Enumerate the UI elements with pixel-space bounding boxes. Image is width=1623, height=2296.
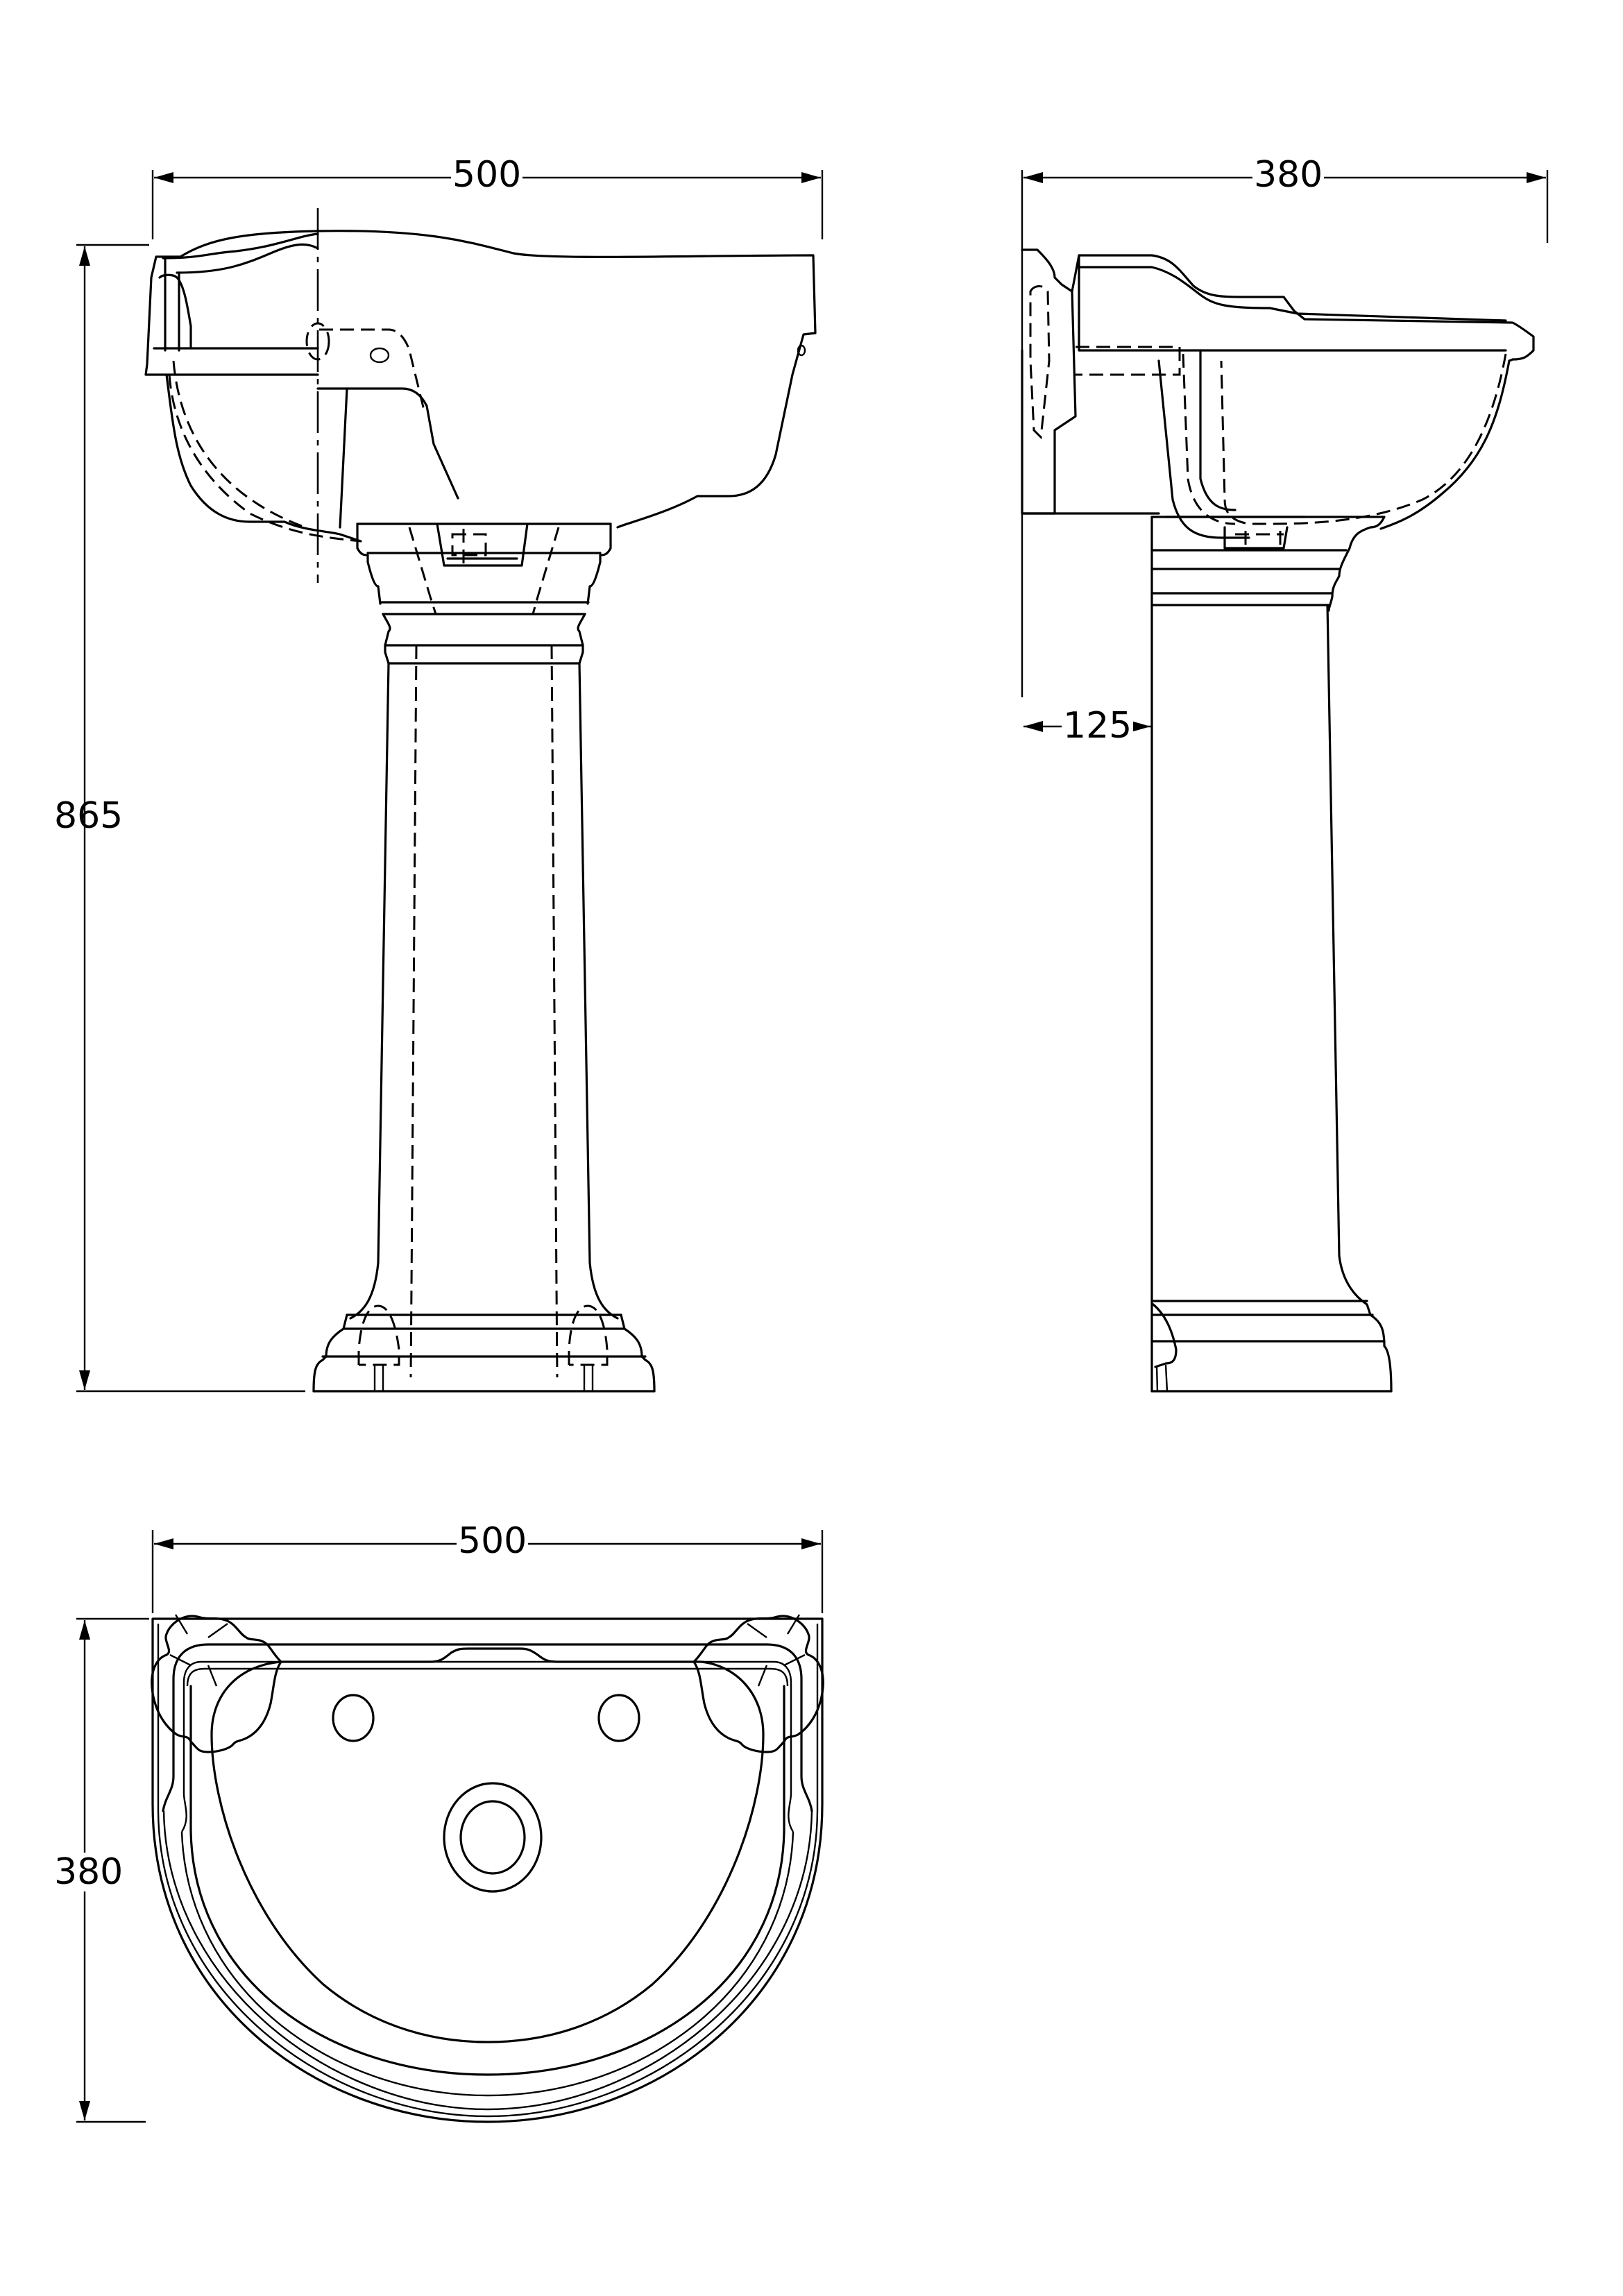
- pedestal-column: [349, 645, 619, 1378]
- plan-bowl: [210, 1647, 765, 2043]
- side-view: [1021, 170, 1549, 1393]
- basin-outline-right: [316, 230, 817, 529]
- side-wall-offset-label: 125: [1062, 705, 1134, 747]
- waste-outlet-inner: [459, 1800, 526, 1875]
- rosette-right: [692, 1614, 824, 1753]
- fixing-slot-right: [568, 1304, 609, 1366]
- waste-outlet-outer: [443, 1782, 543, 1893]
- side-depth-label: 380: [1252, 154, 1325, 196]
- rosette-left: [151, 1614, 282, 1753]
- front-height-dimension: [76, 244, 305, 1393]
- pedestal-capital: [356, 522, 612, 665]
- tap-hole-left: [332, 1694, 375, 1742]
- front-height-label: 865: [54, 795, 124, 837]
- plan-width-label: 500: [457, 1520, 529, 1562]
- side-basin-rim: [1071, 254, 1535, 362]
- plan-outer-rim: [151, 1617, 824, 2123]
- front-width-label: 500: [451, 154, 523, 196]
- side-pedestal: [1150, 516, 1393, 1393]
- bowl-left: [165, 373, 362, 543]
- pedestal-base: [312, 1304, 656, 1393]
- plan-depth-label: 380: [53, 1851, 125, 1893]
- side-depth-dimension: [1021, 170, 1549, 697]
- tap-hole-right: [597, 1694, 640, 1742]
- basin-outline-left: [144, 230, 319, 376]
- fixing-slot-left: [357, 1304, 400, 1366]
- plan-view: [76, 1530, 824, 2123]
- front-view: [76, 170, 824, 1393]
